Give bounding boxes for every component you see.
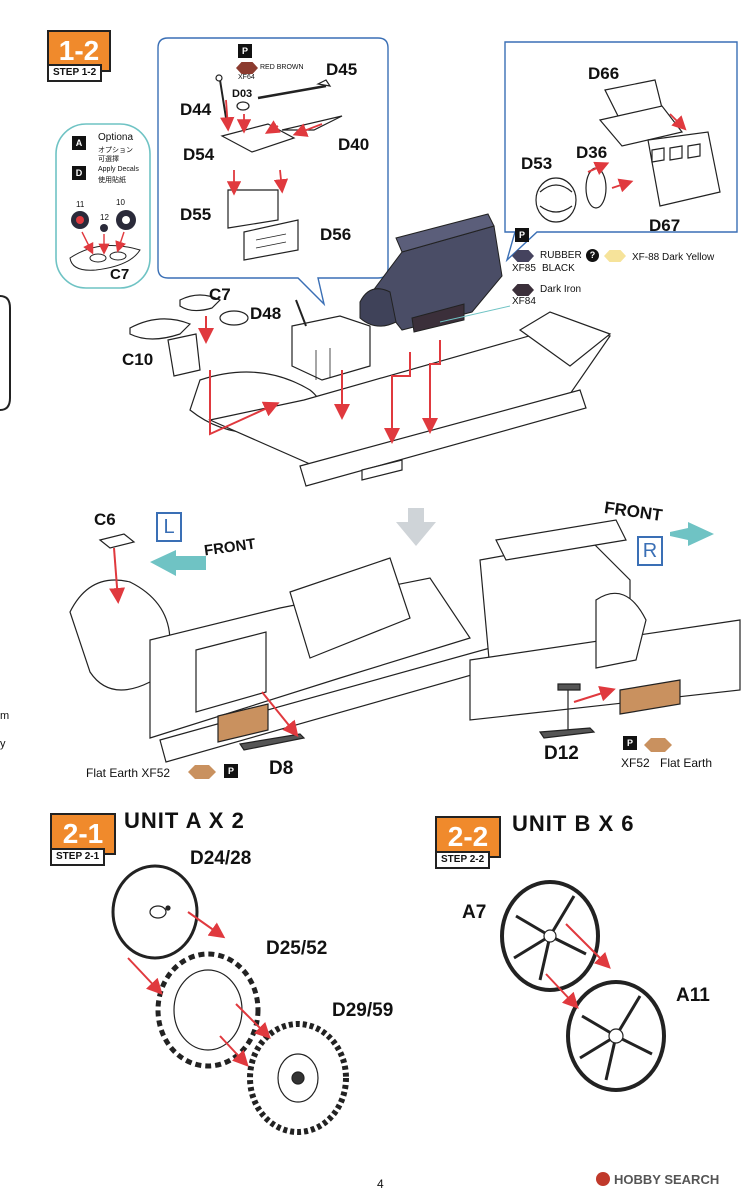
- right-view: [469, 519, 741, 739]
- part-d48: D48: [250, 304, 282, 323]
- decal-number-10: 10: [116, 198, 125, 207]
- page-number: 4: [377, 1177, 384, 1191]
- optional-label-cn: 可選擇: [98, 156, 119, 163]
- dark-yellow-swatch: [604, 250, 626, 262]
- dark-yellow-label: XF-88 Dark Yellow: [632, 252, 715, 263]
- unit-b-wheels: [500, 880, 666, 1092]
- flow-down-arrow: [396, 508, 436, 546]
- flat-earth-right-name: Flat Earth: [660, 756, 713, 770]
- part-d53: D53: [521, 154, 553, 173]
- part-d67: D67: [649, 216, 681, 235]
- part-d56: D56: [320, 225, 352, 244]
- paint-icon-flat-earth-right: P: [623, 736, 637, 750]
- step-2-2-tag: STEP 2-2: [435, 851, 491, 869]
- decal-number-11: 11: [76, 200, 85, 209]
- optional-icon: A: [72, 136, 86, 150]
- decal-icon: D: [72, 166, 86, 180]
- optional-label-jp: オプション: [98, 147, 133, 154]
- paint-icon-flat-earth-left: P: [224, 764, 238, 778]
- inset-left-arrows: [220, 99, 323, 196]
- unit-b-title: UNIT B X 6: [512, 811, 635, 836]
- chassis-main: [129, 294, 612, 487]
- dark-iron-label: Dark Iron: [540, 284, 582, 295]
- edge-text-m: m: [0, 710, 10, 722]
- part-d44: D44: [180, 100, 212, 119]
- dark-iron-code: XF84: [512, 296, 536, 307]
- left-view: [69, 533, 497, 763]
- decals-label-en: Apply Decals: [98, 166, 139, 173]
- edge-text-y: y: [0, 738, 6, 750]
- front-arrow-right: [670, 522, 714, 546]
- rubber-black-swatch: [512, 250, 534, 262]
- right-side-marker: R: [637, 536, 663, 566]
- inset-left-parts: [215, 74, 343, 261]
- rubber-label-2: BLACK: [542, 263, 575, 274]
- part-c6: C6: [94, 510, 116, 529]
- part-d54: D54: [183, 145, 215, 164]
- inset-right-parts: [535, 79, 721, 223]
- rubber-code: XF85: [512, 263, 536, 274]
- red-brown-code: XF64: [238, 74, 255, 81]
- part-c7: C7: [209, 285, 231, 304]
- part-d24-28: D24/28: [190, 848, 252, 869]
- inset-left-frame: [157, 37, 389, 307]
- decals-label-cn: 使用貼紙: [98, 177, 126, 184]
- red-brown-swatch: [236, 62, 258, 74]
- part-c7-option: C7: [110, 266, 130, 283]
- side-panel-edge: [0, 295, 11, 411]
- part-c10: C10: [122, 350, 154, 369]
- part-d55: D55: [180, 205, 212, 224]
- dark-iron-swatch: [512, 284, 534, 296]
- front-arrow-left: [150, 550, 206, 576]
- part-d36: D36: [576, 143, 608, 162]
- step-1-2-tag: STEP 1-2: [47, 64, 103, 82]
- part-d66: D66: [588, 64, 620, 83]
- decal-number-12: 12: [100, 213, 109, 222]
- left-side-marker: L: [156, 512, 182, 542]
- optional-label-en: Optiona: [98, 132, 134, 143]
- part-d8: D8: [269, 758, 294, 779]
- paint-icon-red-brown: P: [238, 44, 252, 58]
- inset-right-arrows: [587, 113, 687, 193]
- flat-earth-right-code: XF52: [621, 756, 650, 770]
- part-d03: D03: [232, 88, 253, 100]
- part-a7: A7: [462, 902, 487, 923]
- flat-earth-right-swatch: [644, 738, 672, 752]
- hobby-search-logo-icon: [596, 1172, 610, 1186]
- part-d45: D45: [326, 60, 358, 79]
- flat-earth-left-swatch: [188, 765, 216, 779]
- watermark: HOBBY SEARCH: [614, 1172, 720, 1187]
- paint-icon-rubber: P: [515, 228, 529, 242]
- part-a11: A11: [676, 985, 710, 1006]
- inset-right-frame: [504, 41, 738, 263]
- main-arrows: [198, 316, 441, 444]
- engine-block: [359, 213, 503, 333]
- flat-earth-left-label: Flat Earth XF52: [86, 766, 171, 780]
- red-brown-name: RED BROWN: [260, 64, 304, 71]
- part-d40: D40: [338, 135, 370, 154]
- rubber-label: RUBBER: [540, 250, 582, 261]
- unit-a-wheels: [111, 864, 349, 1135]
- unit-a-title: UNIT A X 2: [124, 808, 245, 833]
- part-d29-59: D29/59: [332, 1000, 394, 1021]
- question-icon: ?: [586, 249, 599, 262]
- part-d12: D12: [544, 743, 579, 764]
- part-d25-52: D25/52: [266, 938, 328, 959]
- step-2-1-tag: STEP 2-1: [50, 848, 106, 866]
